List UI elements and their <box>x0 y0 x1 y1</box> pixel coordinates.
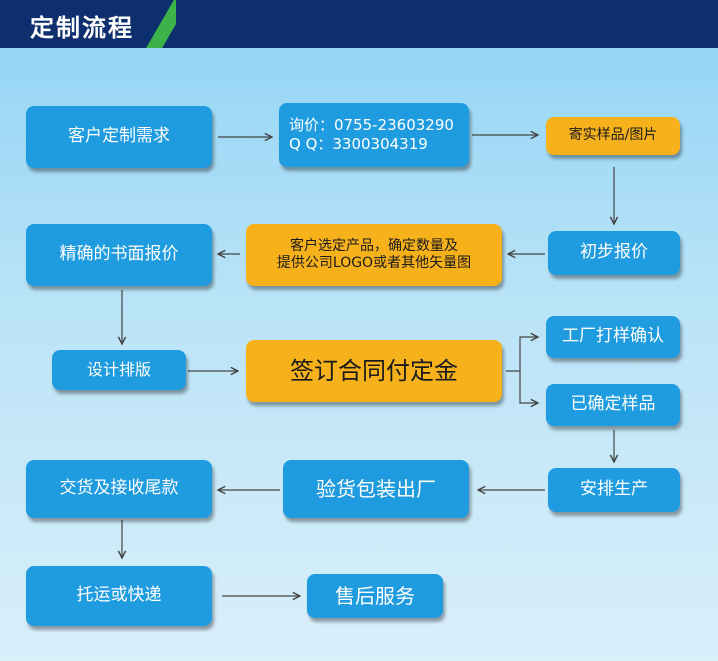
choose-products-line-1: 客户选定产品，确定数量及 <box>289 237 458 254</box>
inquiry-phone: 询价：0755-23603290 <box>289 116 454 135</box>
arrow-contract-branch-2 <box>519 371 538 403</box>
node-sample-confirmed: 已确定样品 <box>546 384 680 426</box>
arrow-contract-branch <box>506 337 538 372</box>
header-bar-right <box>176 0 718 48</box>
node-initial-quote: 初步报价 <box>548 231 680 275</box>
node-design-layout: 设计排版 <box>52 350 186 390</box>
node-inquiry: 询价：0755-23603290 Q Q：3300304319 <box>279 103 469 167</box>
node-customer-request: 客户定制需求 <box>26 106 212 168</box>
node-choose-products: 客户选定产品，确定数量及 提供公司LOGO或者其他矢量图 <box>246 224 502 286</box>
choose-products-line-2: 提供公司LOGO或者其他矢量图 <box>276 255 472 271</box>
node-send-samples: 寄实样品/图片 <box>546 117 680 155</box>
node-sign-contract: 签订合同付定金 <box>246 340 502 402</box>
node-shipping: 托运或快递 <box>26 566 212 626</box>
node-after-sales: 售后服务 <box>307 574 443 618</box>
node-inspection-packing: 验货包装出厂 <box>283 460 469 518</box>
page-title: 定制流程 <box>30 14 134 42</box>
node-written-quote: 精确的书面报价 <box>26 224 212 286</box>
inquiry-qq: Q Q：3300304319 <box>289 135 428 153</box>
node-delivery-payment: 交货及接收尾款 <box>26 460 212 518</box>
node-factory-sample: 工厂打样确认 <box>546 316 680 358</box>
node-arrange-production: 安排生产 <box>548 468 680 512</box>
